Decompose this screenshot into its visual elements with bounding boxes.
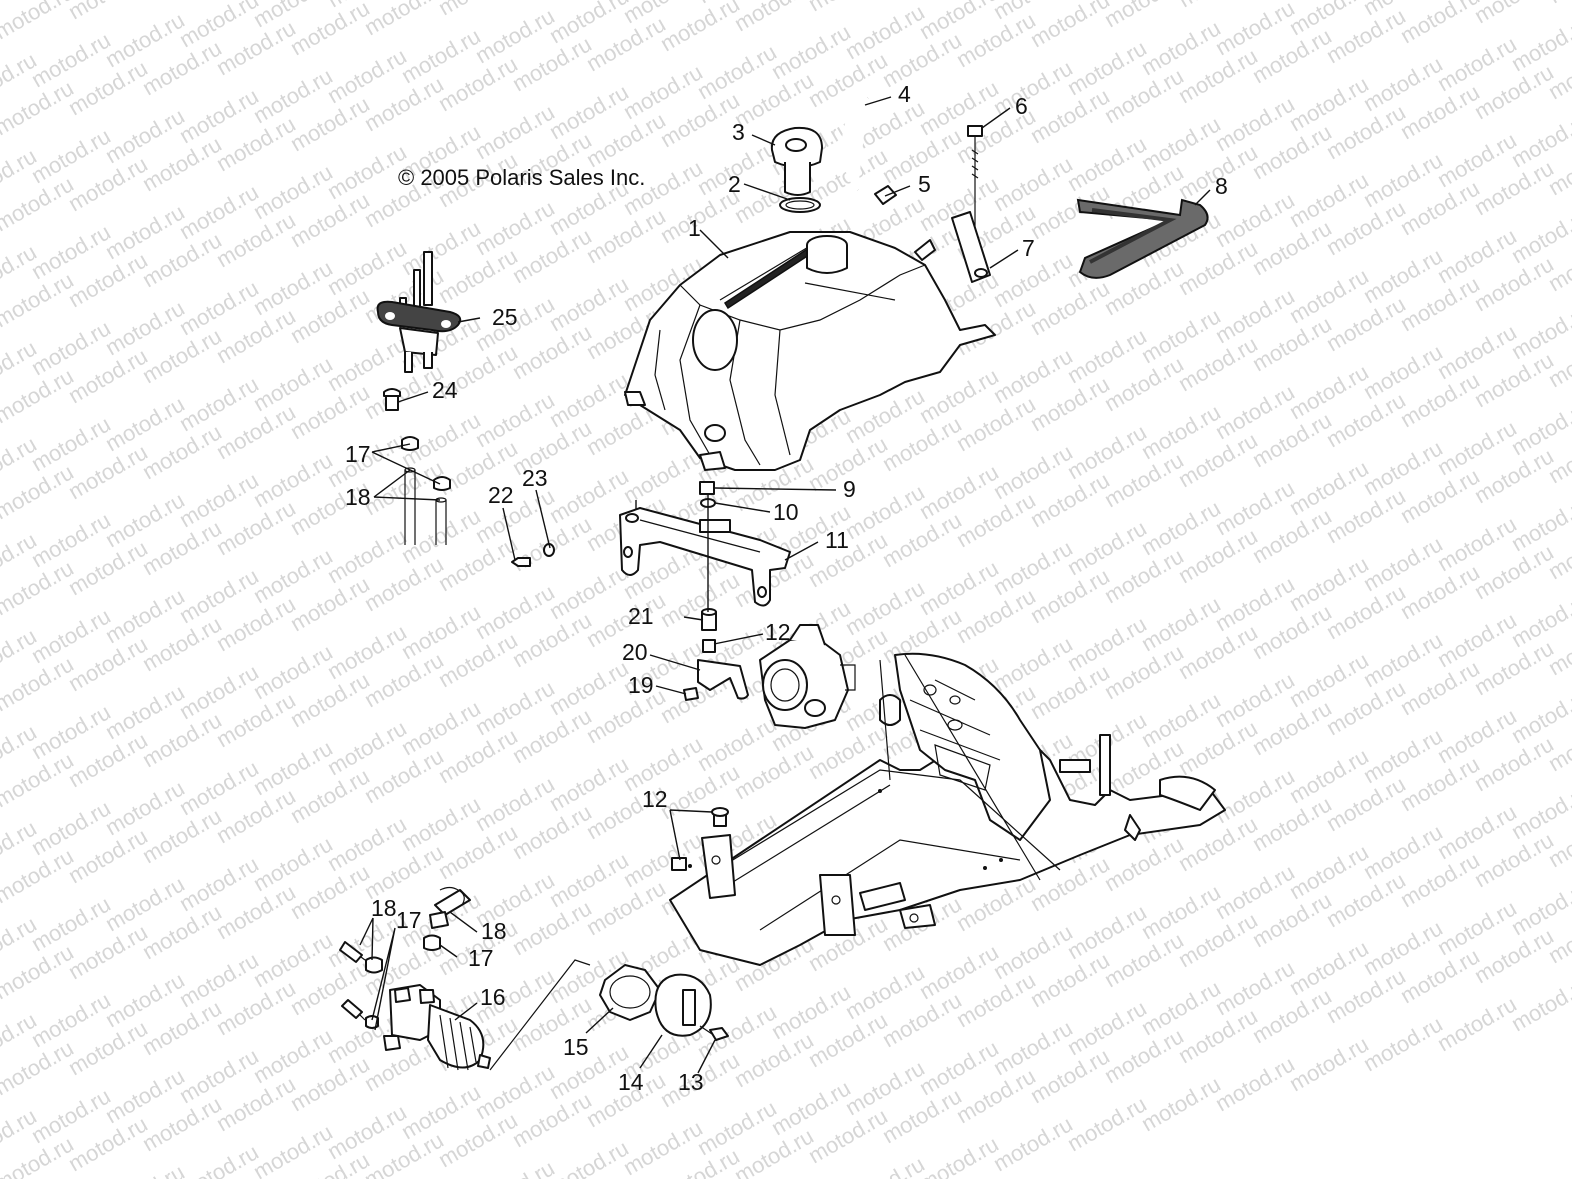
copyright-text: © 2005 Polaris Sales Inc. bbox=[398, 165, 645, 190]
callout-5: 5 bbox=[918, 171, 931, 197]
filter-parts bbox=[599, 964, 729, 1041]
watermark-text: motod.ru bbox=[1544, 0, 1572, 8]
fuel-valve bbox=[376, 251, 462, 545]
callout-8: 8 bbox=[1215, 173, 1228, 199]
callout-24: 24 bbox=[432, 377, 458, 403]
callout-12b: 12 bbox=[642, 786, 668, 812]
callout-9: 9 bbox=[843, 476, 856, 502]
fuel-pump bbox=[339, 886, 591, 1071]
callout-18a: 18 bbox=[345, 484, 371, 510]
watermark-text: motod.ru bbox=[1470, 0, 1558, 28]
watermark-text: motod.ru bbox=[989, 1111, 1077, 1176]
watermark-text: motod.ru bbox=[1211, 1051, 1299, 1116]
callout-17a: 17 bbox=[345, 441, 371, 467]
callout-17b: 17 bbox=[396, 907, 422, 933]
callout-3: 3 bbox=[732, 119, 745, 145]
watermark-text: motod.ru bbox=[1433, 991, 1521, 1056]
watermark-text: motod.ru bbox=[730, 0, 818, 36]
fuel-tank bbox=[624, 231, 996, 471]
watermark-text: motod.ru bbox=[101, 1159, 189, 1179]
foam-pad bbox=[1076, 198, 1209, 279]
watermark-text: motod.ru bbox=[175, 1139, 263, 1179]
watermark-text: motod.ru bbox=[64, 0, 152, 24]
vent-hose bbox=[841, 95, 897, 205]
watermark-text: motod.ru bbox=[1285, 1031, 1373, 1096]
callout-22: 22 bbox=[488, 482, 514, 508]
callout-19: 19 bbox=[628, 672, 654, 698]
carburetor bbox=[683, 608, 856, 729]
watermark-text: motod.ru bbox=[1137, 1071, 1225, 1136]
watermark-text: motod.ru bbox=[1174, 0, 1262, 12]
callout-7: 7 bbox=[1022, 235, 1035, 261]
watermark-text: motod.ru bbox=[434, 0, 522, 20]
callout-2: 2 bbox=[728, 171, 741, 197]
callout-18b: 18 bbox=[371, 895, 397, 921]
callout-1: 1 bbox=[688, 215, 701, 241]
watermark-text: motod.ru bbox=[656, 0, 744, 56]
watermark-text: motod.ru bbox=[1063, 1091, 1151, 1156]
watermark-text: motod.ru bbox=[804, 0, 892, 16]
watermark-text: motod.ru bbox=[1359, 1011, 1447, 1076]
callout-16: 16 bbox=[480, 984, 506, 1010]
callout-21: 21 bbox=[628, 603, 654, 629]
callout-6: 6 bbox=[1015, 93, 1028, 119]
watermark-text: motod.ru bbox=[471, 1155, 559, 1179]
leader-lines bbox=[359, 96, 1211, 1074]
watermark-text: motod.ru bbox=[1507, 971, 1572, 1036]
fuel-cap bbox=[770, 126, 823, 213]
callout-25: 25 bbox=[492, 304, 518, 330]
callout-10: 10 bbox=[773, 499, 799, 525]
callout-15: 15 bbox=[563, 1034, 589, 1060]
watermark-text: motod.ru bbox=[1100, 0, 1188, 32]
callout-13: 13 bbox=[678, 1069, 704, 1095]
callout-20: 20 bbox=[622, 639, 648, 665]
callout-18c: 18 bbox=[481, 918, 507, 944]
watermark-text: motod.ru bbox=[360, 0, 448, 40]
callout-4: 4 bbox=[898, 81, 911, 107]
callout-17c: 17 bbox=[468, 945, 494, 971]
watermark-text: motod.ru bbox=[1026, 0, 1114, 52]
callout-numbers: 1 2 3 4 5 6 7 8 9 10 11 12 12 13 14 15 1… bbox=[345, 81, 1228, 1095]
callout-11: 11 bbox=[825, 527, 849, 553]
watermark-text: motod.ru bbox=[138, 0, 226, 4]
bolt-bracket bbox=[951, 125, 991, 283]
watermark-text: motod.ru bbox=[545, 1135, 633, 1179]
callout-12a: 12 bbox=[765, 619, 791, 645]
frame bbox=[669, 652, 1226, 966]
callout-14: 14 bbox=[618, 1069, 644, 1095]
callout-23: 23 bbox=[522, 465, 548, 491]
